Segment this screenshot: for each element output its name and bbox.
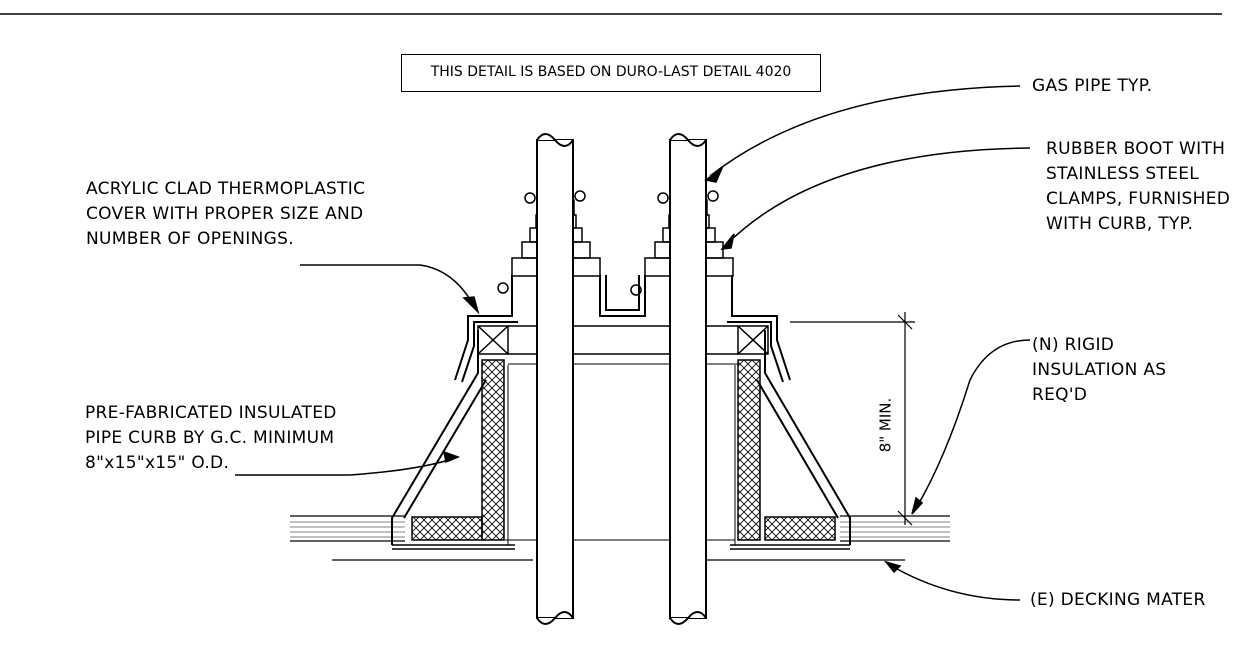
curb-base <box>392 539 850 550</box>
label-pipe-curb: PRE-FABRICATED INSULATED PIPE CURB BY G.… <box>85 401 337 476</box>
label-line: RUBBER BOOT WITH <box>1046 139 1226 159</box>
label-line: ACRYLIC CLAD THERMOPLASTIC <box>86 179 366 199</box>
label-line: REQ'D <box>1032 385 1088 405</box>
curb-insulation <box>411 359 836 545</box>
label-line: PRE-FABRICATED INSULATED <box>85 403 337 423</box>
label-decking: (E) DECKING MATER <box>1030 588 1206 613</box>
label-line: WITH CURB, TYP. <box>1046 214 1194 234</box>
leader-lines <box>235 85 1031 601</box>
label-line: 8"x15"x15" O.D. <box>85 453 230 473</box>
label-line: STAINLESS STEEL <box>1046 164 1200 184</box>
label-decking-text: (E) DECKING MATER <box>1030 590 1206 610</box>
wood-nailers <box>477 325 769 365</box>
detail-reference-note: THIS DETAIL IS BASED ON DURO-LAST DETAIL… <box>401 54 821 92</box>
dimension-label: 8" MIN. <box>876 397 895 453</box>
roof-layers-right <box>703 515 950 561</box>
label-rubber-boot: RUBBER BOOT WITH STAINLESS STEEL CLAMPS,… <box>1046 137 1230 237</box>
label-rigid-insulation: (N) RIGID INSULATION AS REQ'D <box>1032 333 1166 408</box>
label-line: NUMBER OF OPENINGS. <box>86 229 294 249</box>
label-acrylic-cover: ACRYLIC CLAD THERMOPLASTIC COVER WITH PR… <box>86 177 365 252</box>
gas-pipes <box>536 133 707 625</box>
roof-layers-left <box>290 515 533 561</box>
label-gas-pipe-text: GAS PIPE TYP. <box>1032 76 1153 96</box>
label-line: COVER WITH PROPER SIZE AND <box>86 204 364 224</box>
label-line: INSULATION AS <box>1032 360 1167 380</box>
dimension-8in <box>790 312 915 526</box>
label-gas-pipe: GAS PIPE TYP. <box>1032 74 1152 99</box>
thermoplastic-cover <box>454 275 791 383</box>
label-line: PIPE CURB BY G.C. MINIMUM <box>85 428 335 448</box>
label-line: CLAMPS, FURNISHED <box>1046 189 1231 209</box>
label-line: (N) RIGID <box>1032 335 1115 355</box>
